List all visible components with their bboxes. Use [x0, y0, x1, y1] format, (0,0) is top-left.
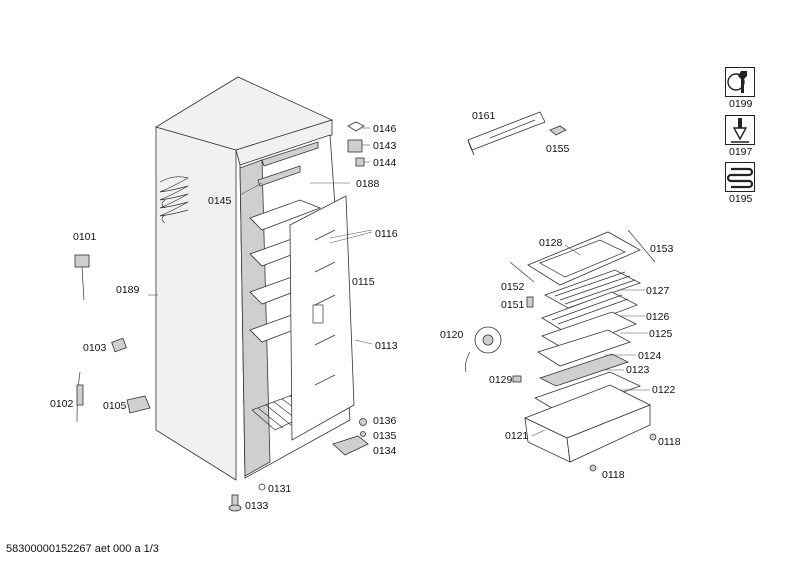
label-0143: 0143: [373, 140, 397, 152]
evaporator-0126: [541, 291, 638, 333]
label-0146: 0146: [373, 123, 397, 135]
label-0122: 0122: [652, 384, 676, 396]
label-0125: 0125: [649, 328, 673, 340]
label-0155: 0155: [546, 143, 570, 155]
label-0120: 0120: [440, 329, 464, 341]
label-0105: 0105: [103, 400, 127, 412]
label-0103: 0103: [83, 342, 107, 354]
inner-door-panel: [289, 195, 355, 441]
label-0134: 0134: [373, 445, 397, 457]
top-small-parts: [347, 121, 370, 167]
bottom-fittings: [228, 418, 369, 512]
label-0133: 0133: [245, 500, 269, 512]
label-0118-lower: 0118: [602, 469, 625, 481]
label-0128: 0128: [539, 237, 563, 249]
freezer-leader-lines: [531, 244, 650, 437]
label-0151: 0151: [501, 299, 525, 311]
label-0113: 0113: [375, 340, 398, 352]
label-0189: 0189: [116, 284, 140, 296]
label-0144: 0144: [373, 157, 397, 169]
fridge-cabinet: [155, 76, 351, 481]
evaporator-0127: [544, 269, 642, 309]
label-0161: 0161: [472, 110, 496, 122]
heater-0123: [538, 353, 630, 387]
label-0118-upper: 0118: [658, 436, 681, 448]
label-0126: 0126: [646, 311, 670, 323]
wrench-tool-icon: [725, 67, 755, 97]
label-0101: 0101: [73, 231, 97, 243]
label-0123: 0123: [626, 364, 650, 376]
side-label-0199: 0199: [729, 98, 753, 110]
label-0153: 0153: [650, 243, 674, 255]
small-cylinder: [111, 337, 127, 353]
label-0124: 0124: [638, 350, 662, 362]
small-bracket: [126, 395, 151, 414]
label-0102: 0102: [50, 398, 74, 410]
coil-heater-icon: [725, 162, 755, 192]
leader-lines: [148, 182, 373, 345]
label-0135: 0135: [373, 430, 397, 442]
label-0152: 0152: [501, 281, 525, 293]
label-0145: 0145: [208, 195, 232, 207]
freezer-cover-0128: [527, 229, 656, 286]
side-label-0197: 0197: [729, 146, 753, 158]
label-0188: 0188: [356, 178, 380, 190]
label-0136: 0136: [373, 415, 397, 427]
side-label-0195: 0195: [729, 193, 753, 205]
screwdriver-tool-icon: [725, 115, 755, 145]
label-0129: 0129: [489, 374, 513, 386]
thermo-sensor-cable: [76, 371, 84, 423]
label-0121: 0121: [505, 430, 529, 442]
base-tray-0121: [523, 384, 651, 463]
fan-motor-0120: [465, 326, 502, 373]
control-panel: [467, 111, 567, 156]
label-0127: 0127: [646, 285, 670, 297]
label-0131: 0131: [268, 483, 292, 495]
label-0115: 0115: [352, 276, 375, 288]
freezer-small-parts: [509, 261, 657, 472]
plate-0124: [537, 329, 631, 367]
label-0116: 0116: [375, 228, 398, 240]
document-footer-id: 58300000152267 aet 000 a 1/3: [6, 543, 159, 555]
power-cable: [74, 254, 90, 301]
